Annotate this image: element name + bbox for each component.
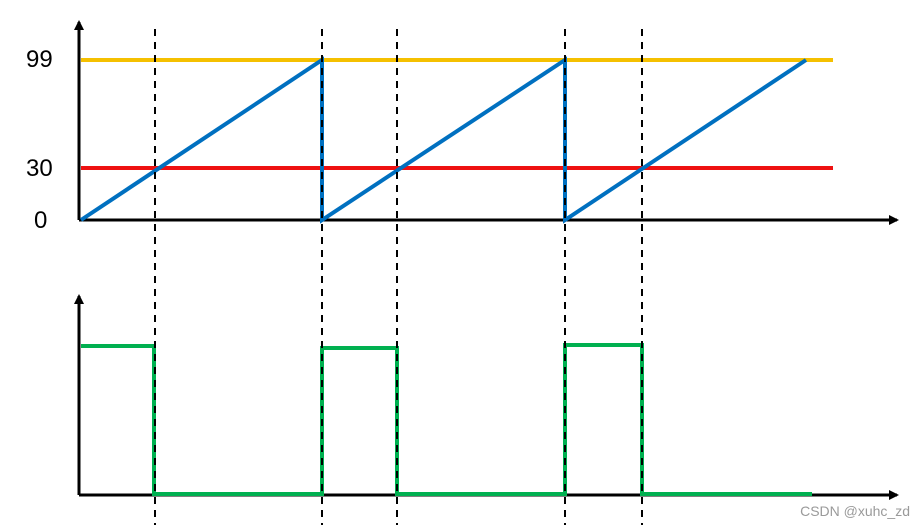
counter-sawtooth-line bbox=[79, 56, 808, 224]
y-label-0: 0 bbox=[34, 207, 48, 234]
y-label-30: 30 bbox=[26, 155, 53, 182]
vertical-guides bbox=[154, 29, 643, 525]
bottom-axes bbox=[74, 294, 899, 500]
output-pwm-waveform bbox=[81, 343, 812, 496]
watermark-text: CSDN @xuhc_zd bbox=[800, 503, 910, 519]
top-axes bbox=[74, 20, 899, 225]
y-label-99: 99 bbox=[26, 46, 53, 73]
